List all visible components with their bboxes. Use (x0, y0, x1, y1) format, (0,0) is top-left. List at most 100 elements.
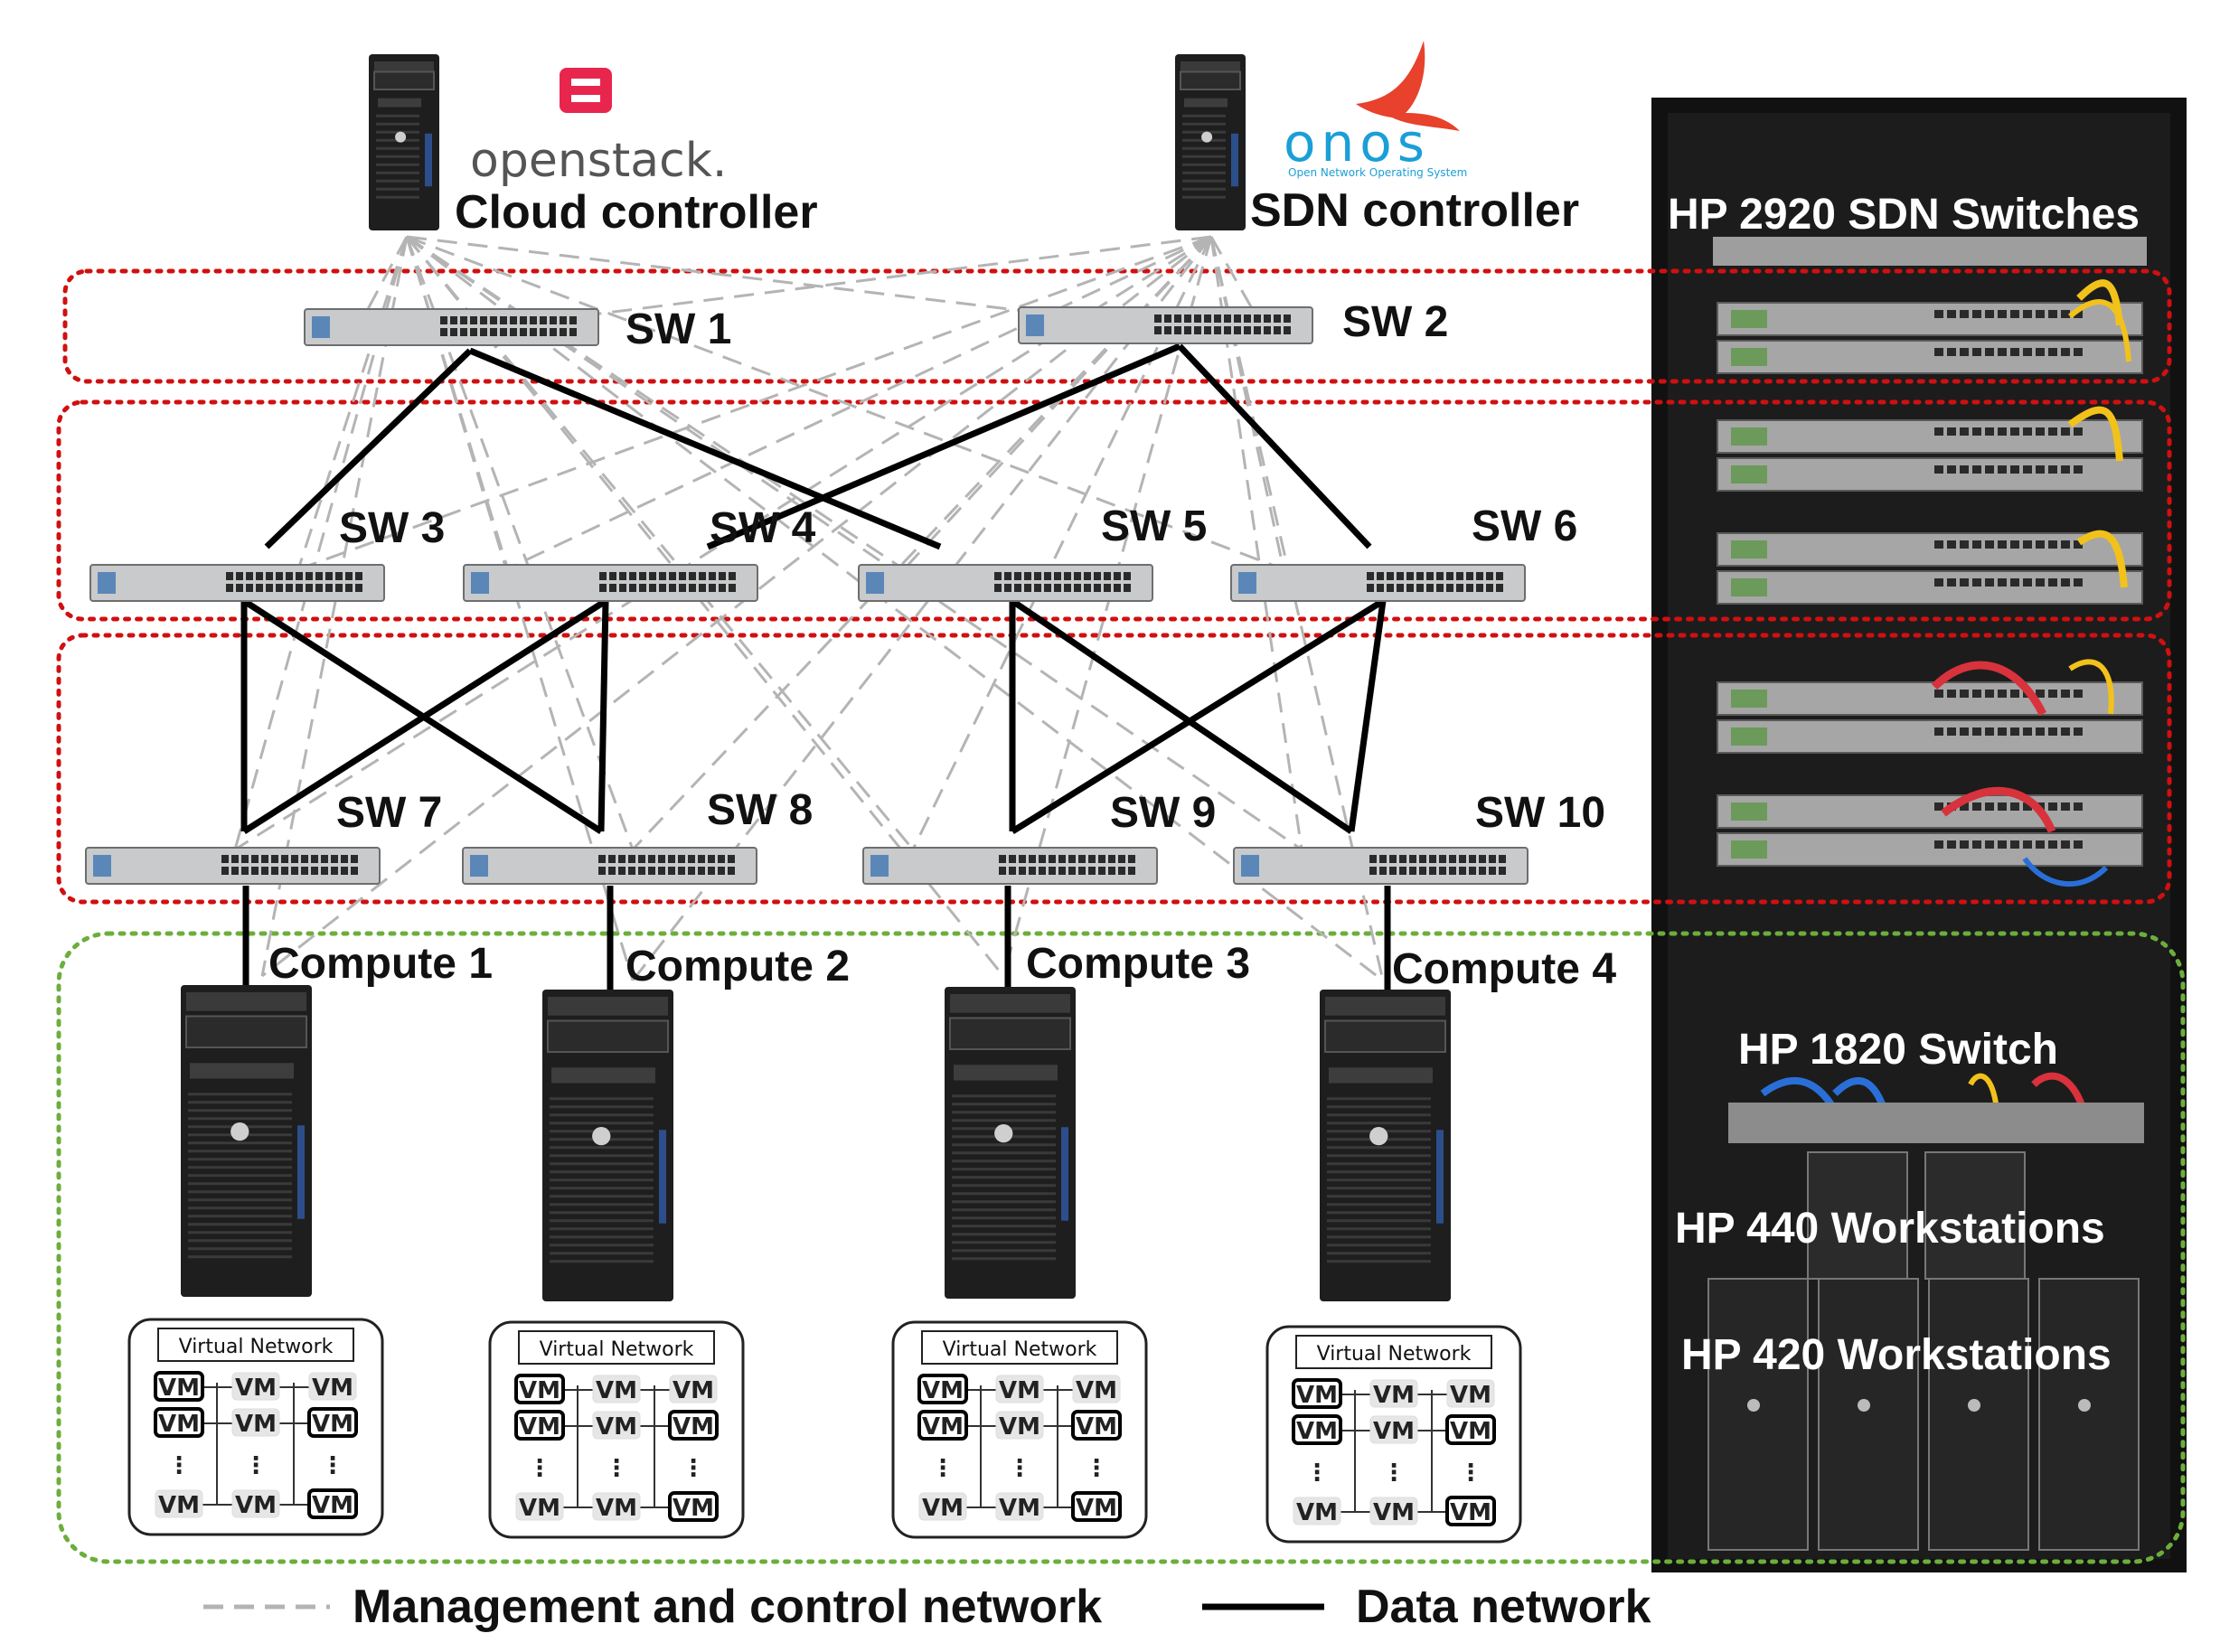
compute-1-tower (181, 985, 312, 1297)
compute-label-2: Compute 2 (626, 943, 850, 990)
switch-sw8 (462, 847, 757, 885)
vm-label: VM (673, 1495, 714, 1522)
onos-bird-icon (1356, 41, 1460, 131)
legend-data-label: Data network (1356, 1581, 1651, 1633)
switch-sw9 (862, 847, 1158, 885)
vm-label: VM (999, 1495, 1040, 1522)
vm-label: VM (235, 1492, 277, 1519)
vm-label: VM (158, 1411, 200, 1438)
management-links (233, 235, 1385, 982)
vm-ellipsis: ⋮ (1305, 1460, 1329, 1487)
virtual-network-title: Virtual Network (540, 1338, 694, 1361)
management-link (541, 235, 1212, 323)
vm-label: VM (999, 1377, 1040, 1404)
vm-label: VM (596, 1413, 637, 1441)
switch-label-sw5: SW 5 (1101, 502, 1207, 550)
vm-label: VM (673, 1413, 714, 1441)
openstack-logo: openstack. (470, 68, 727, 188)
management-link (360, 236, 409, 322)
switch-sw3 (89, 564, 385, 602)
compute-label-1: Compute 1 (268, 940, 493, 988)
rack-label-ws440: HP 440 Workstations (1675, 1205, 2105, 1253)
switch-label-sw1: SW 1 (626, 305, 731, 353)
compute-label-4: Compute 4 (1392, 945, 1616, 993)
onos-logo: onos Open Network Operating System (1284, 41, 1467, 179)
vm-label: VM (519, 1495, 560, 1522)
rack-label-ws420: HP 420 Workstations (1681, 1331, 2112, 1379)
management-link (505, 235, 1212, 571)
vm-label: VM (1450, 1382, 1491, 1409)
rack-photo (1651, 98, 2187, 1572)
management-link (1002, 236, 1213, 977)
data-links (240, 343, 1391, 990)
vm-label: VM (596, 1495, 637, 1522)
vm-label: VM (1296, 1418, 1338, 1445)
management-link (406, 235, 1284, 571)
vm-label: VM (519, 1377, 560, 1404)
rack-label-sdn-switches: HP 2920 SDN Switches (1668, 191, 2140, 239)
vm-ellipsis: ⋮ (528, 1455, 551, 1482)
switch-sw5 (858, 564, 1153, 602)
management-link (405, 236, 1005, 977)
vm-ellipsis: ⋮ (1085, 1455, 1108, 1482)
onos-logo-subtext: Open Network Operating System (1288, 166, 1467, 179)
vm-ellipsis: ⋮ (1459, 1460, 1482, 1487)
vm-ellipsis: ⋮ (605, 1455, 628, 1482)
vm-label: VM (1450, 1418, 1491, 1445)
vm-label: VM (922, 1377, 964, 1404)
switch-label-sw3: SW 3 (339, 504, 445, 552)
data-link-sw4-sw7 (242, 598, 607, 834)
rack-label-mgmt-switch: HP 1820 Switch (1738, 1026, 2058, 1074)
vm-label: VM (1076, 1377, 1117, 1404)
vm-ellipsis: ⋮ (167, 1452, 191, 1479)
compute-label-3: Compute 3 (1026, 940, 1250, 988)
data-link-sw6-sw9 (1011, 598, 1385, 834)
data-link-sw1-sw3 (264, 348, 473, 549)
switch-sw10 (1233, 847, 1529, 885)
switch-sw6 (1230, 564, 1526, 602)
compute-3-tower (945, 987, 1076, 1299)
management-link (406, 235, 1086, 320)
switch-label-sw4: SW 4 (710, 504, 816, 552)
switch-label-sw2: SW 2 (1342, 298, 1448, 346)
cloud-controller-tower (369, 54, 439, 230)
compute-4-tower (1320, 990, 1451, 1301)
switch-sw7 (85, 847, 381, 885)
compute-group-box (56, 931, 2186, 1564)
vm-label: VM (922, 1495, 964, 1522)
vm-label: VM (519, 1413, 560, 1441)
vm-label: VM (235, 1411, 277, 1438)
vm-ellipsis: ⋮ (321, 1452, 344, 1479)
vm-label: VM (1296, 1382, 1338, 1409)
vm-ellipsis: ⋮ (1382, 1460, 1406, 1487)
legend: Management and control network Data netw… (203, 1581, 1651, 1633)
data-link-sw2-sw6 (1177, 343, 1372, 549)
sdn-controller-label: SDN controller (1250, 184, 1579, 237)
vm-label: VM (596, 1377, 637, 1404)
switch-group-edge (56, 633, 2172, 905)
data-link-sw6-sw10 (1348, 600, 1387, 832)
legend-management-label: Management and control network (353, 1581, 1102, 1633)
data-link-sw2-sw4 (706, 343, 1181, 550)
vm-label: VM (235, 1375, 277, 1402)
openstack-logo-text: openstack. (470, 134, 727, 188)
switch-sw1 (304, 308, 599, 346)
vm-label: VM (1450, 1499, 1491, 1526)
switch-label-sw7: SW 7 (336, 789, 442, 837)
virtual-network-title: Virtual Network (179, 1336, 334, 1358)
switch-label-sw10: SW 10 (1475, 789, 1605, 837)
data-link-sw5-sw10 (1011, 598, 1353, 834)
vm-ellipsis: ⋮ (931, 1455, 955, 1482)
sdn-controller-tower (1175, 54, 1246, 230)
switch-group-aggregation (56, 399, 2172, 622)
switch-sw2 (1018, 306, 1313, 344)
vm-ellipsis: ⋮ (1008, 1455, 1031, 1482)
switch-label-sw9: SW 9 (1110, 789, 1216, 837)
vm-label: VM (1373, 1418, 1415, 1445)
vm-label: VM (1373, 1499, 1415, 1526)
virtual-network-title: Virtual Network (1317, 1343, 1472, 1366)
vm-ellipsis: ⋮ (244, 1452, 268, 1479)
